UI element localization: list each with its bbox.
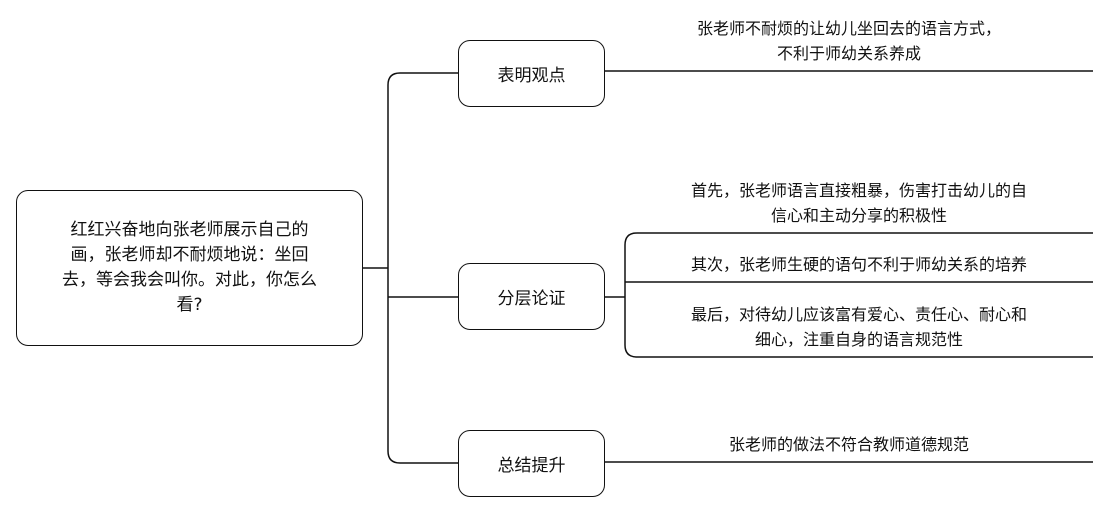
branch-node-viewpoint: 表明观点 [458, 40, 605, 107]
leaf-text: 张老师不耐烦的让幼儿坐回去的语言方式， 不利于师幼关系养成 [696, 19, 1001, 63]
branch-label: 表明观点 [497, 66, 566, 86]
branch-node-summary: 总结提升 [458, 430, 605, 497]
root-text: 红红兴奋地向张老师展示自己的画，张老师却不耐烦地说：坐回去，等会我会叫你。对此，… [62, 220, 317, 315]
leaf-text: 张老师的做法不符合教师道德规范 [728, 435, 969, 454]
leaf-text: 最后，对待幼儿应该富有爱心、责任心、耐心和 细心，注重自身的语言规范性 [690, 305, 1027, 349]
leaf-text: 其次，张老师生硬的语句不利于师幼关系的培养 [690, 255, 1027, 274]
branch-node-argument: 分层论证 [458, 263, 605, 330]
branch-label: 总结提升 [497, 456, 566, 476]
branch-label: 分层论证 [497, 289, 566, 309]
leaf-text: 首先，张老师语言直接粗暴，伤害打击幼儿的自 信心和主动分享的积极性 [690, 181, 1027, 225]
root-node: 红红兴奋地向张老师展示自己的画，张老师却不耐烦地说：坐回去，等会我会叫你。对此，… [16, 190, 363, 346]
